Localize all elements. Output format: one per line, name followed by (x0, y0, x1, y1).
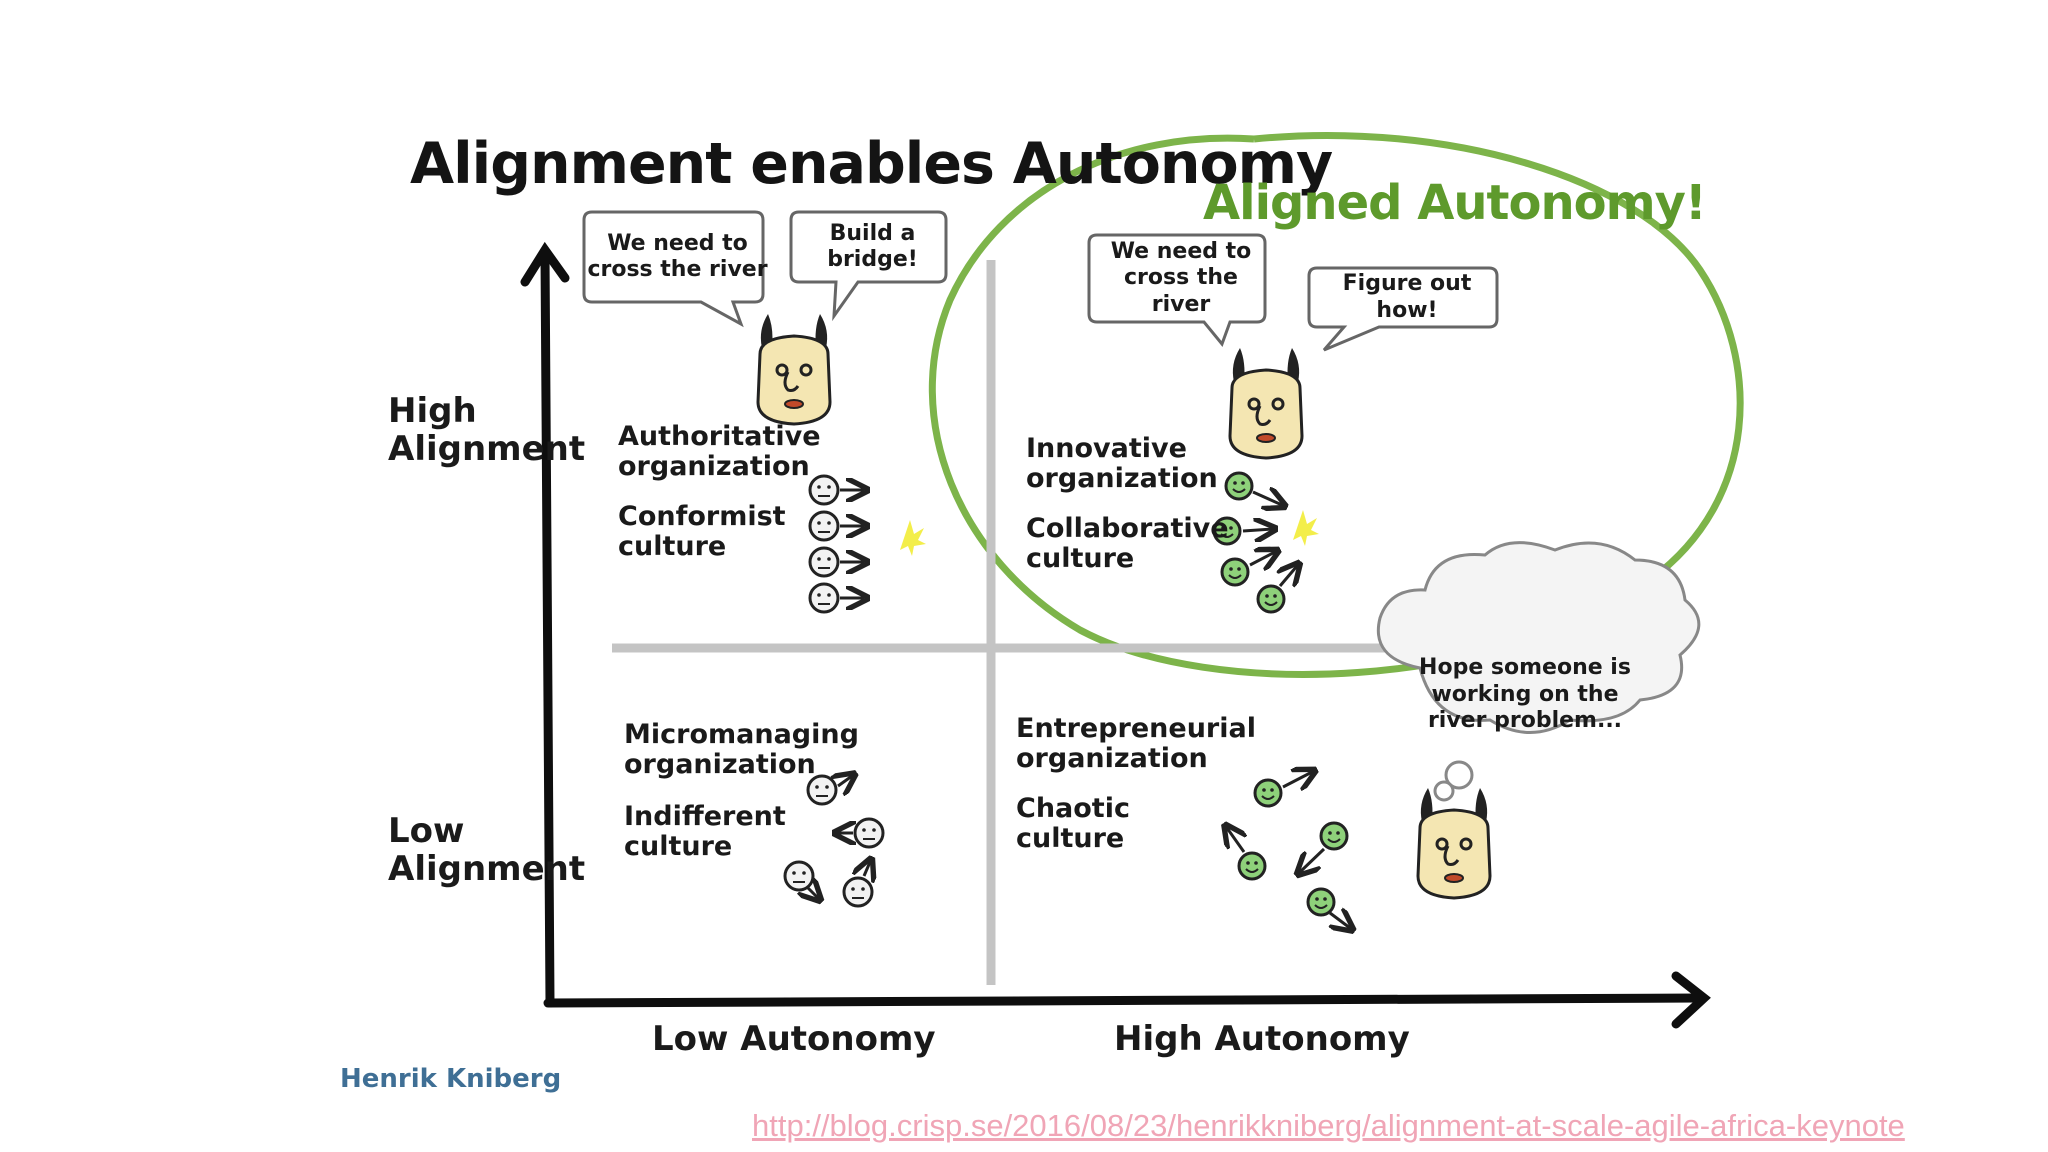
speech-bubble-tr-2 (1307, 266, 1499, 352)
speech-text-tl-2: Build a bridge! (827, 220, 918, 272)
thought-text: Hope someone is working on the river pro… (1419, 655, 1631, 734)
indifferent-people (783, 776, 885, 908)
x-axis-low-label: Low Autonomy (652, 1019, 936, 1059)
chaotic-culture-label: Chaotic culture (1016, 793, 1130, 855)
innovative-organization-label: Innovative organization (1026, 433, 1218, 495)
boss-character-top-right (1228, 346, 1304, 460)
indifferent-culture-label: Indifferent culture (624, 801, 786, 863)
speech-text-tr-2: Figure out how! (1342, 271, 1472, 323)
x-axis (543, 993, 1705, 1008)
boss-character-top-left (756, 312, 832, 426)
collaborative-culture-label: Collaborative culture (1026, 513, 1229, 575)
source-link[interactable]: http://blog.crisp.se/2016/08/23/henrikkn… (752, 1108, 1905, 1143)
diagram-title: Alignment enables Autonomy (410, 131, 1333, 197)
authoritative-organization-label: Authoritative organization (618, 421, 821, 483)
micromanaging-organization-label: Micromanaging organization (624, 719, 859, 781)
boss-character-bottom-right (1416, 786, 1492, 900)
x-axis-arrowhead (1671, 971, 1711, 1029)
y-axis (540, 251, 555, 1007)
entrepreneurial-organization-label: Entrepreneurial organization (1016, 713, 1256, 775)
y-axis-high-label: High Alignment (388, 391, 586, 470)
conformist-people (808, 474, 864, 614)
collaborative-people (1212, 471, 1297, 614)
spark-icon-2 (1293, 510, 1319, 546)
y-axis-low-label: Low Alignment (388, 811, 586, 890)
aligned-autonomy-label: Aligned Autonomy! (1203, 175, 1707, 231)
speech-text-tr-1: We need to cross the river (1110, 238, 1252, 317)
y-axis-arrowhead (520, 241, 570, 287)
chaotic-people (1227, 772, 1350, 928)
speech-bubble-tr-1 (1087, 233, 1267, 347)
thought-cloud (1376, 541, 1701, 734)
speech-text-tl-1: We need to cross the river (587, 230, 768, 282)
spark-icon (900, 520, 926, 556)
conformist-culture-label: Conformist culture (618, 501, 786, 563)
author-credit: Henrik Kniberg (340, 1064, 562, 1094)
speech-bubble-tl-1 (582, 210, 765, 328)
speech-bubble-tl-2 (789, 210, 948, 322)
x-axis-high-label: High Autonomy (1114, 1019, 1410, 1059)
aligned-autonomy-highlight (928, 131, 1744, 678)
